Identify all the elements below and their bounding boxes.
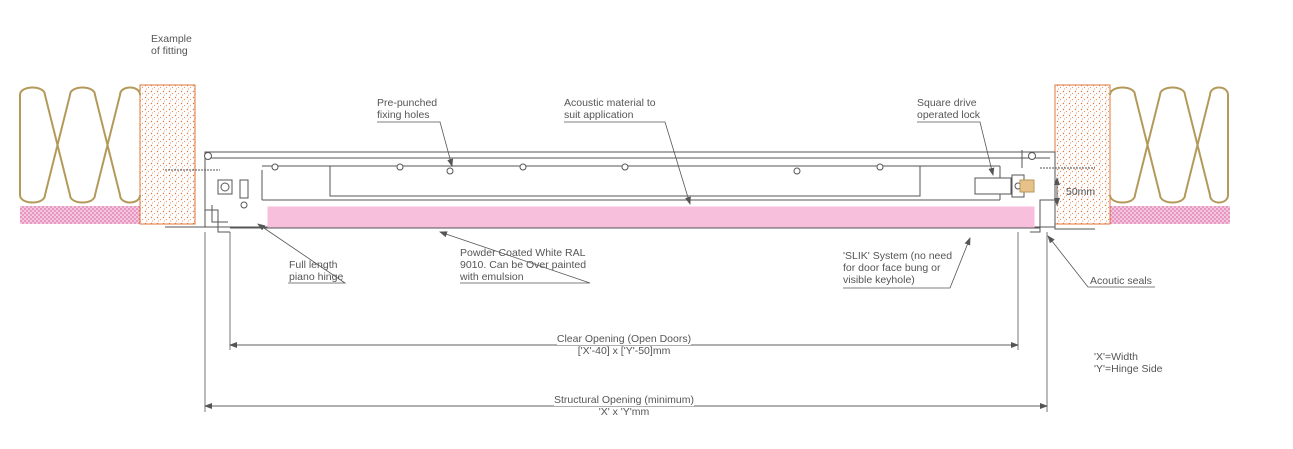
- label-pre-punched-fixing-holes: Pre-punched fixing holes: [377, 97, 438, 121]
- label-50mm: 50mm: [1066, 186, 1096, 198]
- label-structural-opening: Structural Opening (minimum) 'X' x 'Y'mm: [553, 394, 695, 418]
- door-panel-pink: [267, 206, 1035, 229]
- label-clear-opening: Clear Opening (Open Doors) ['X'-40] x ['…: [556, 333, 692, 357]
- left-masonry: [139, 84, 196, 225]
- right-masonry: [1054, 84, 1111, 225]
- right-insulation: [1109, 86, 1229, 204]
- label-slik-system: 'SLIK' System (no need for door face bun…: [843, 250, 953, 286]
- label-acoustic-seals: Acoutic seals: [1090, 275, 1152, 287]
- label-xy-key: 'X'=Width 'Y'=Hinge Side: [1094, 351, 1163, 375]
- label-square-drive-lock: Square drive operated lock: [917, 97, 981, 121]
- label-powder-coated: Powder Coated White RAL 9010. Can be Ove…: [460, 247, 587, 283]
- right-wall: [1054, 84, 1230, 225]
- label-acoustic-material: Acoustic material to suit application: [564, 97, 656, 121]
- square-drive-lock: [974, 150, 1095, 198]
- label-example-of-fitting: Example of fitting: [151, 33, 192, 57]
- left-insulation: [19, 86, 141, 204]
- label-piano-hinge: Full length piano hinge: [289, 259, 344, 283]
- dimension-lines: [204, 232, 1048, 412]
- access-panel: [165, 150, 1095, 233]
- left-wall: [19, 84, 196, 225]
- leader-lines: [257, 121, 1155, 289]
- piano-hinge: [165, 169, 249, 223]
- fixing-holes: [204, 152, 1036, 175]
